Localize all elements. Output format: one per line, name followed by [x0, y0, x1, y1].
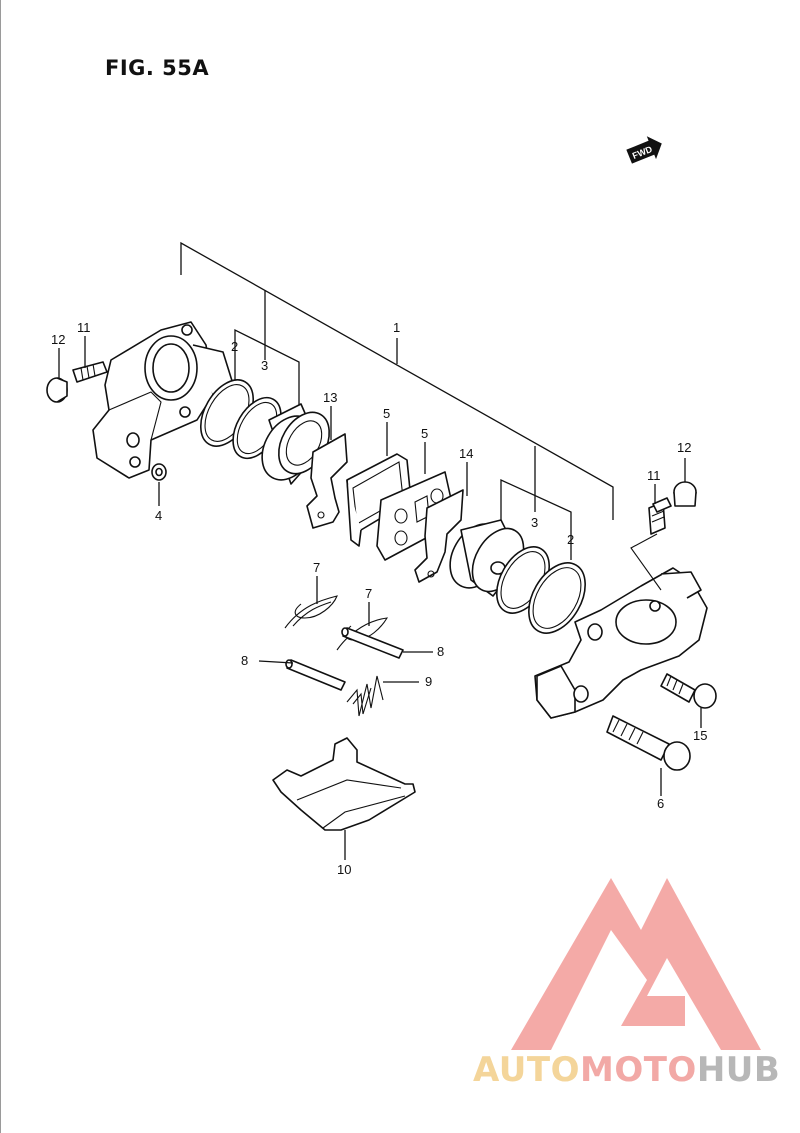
callout-12-right: 12 — [677, 440, 691, 455]
pad-spring-7-left — [284, 595, 338, 629]
callout-9: 9 — [425, 674, 432, 689]
bleeder-valve-left — [72, 361, 108, 383]
washer-4 — [151, 463, 167, 481]
callout-4: 4 — [155, 508, 162, 523]
left-caliper-body — [92, 321, 234, 479]
assembly-bracket-1 — [180, 241, 614, 520]
callout-5-right: 5 — [421, 426, 428, 441]
pad-shim-13 — [306, 433, 348, 529]
seal-bracket-left — [234, 328, 300, 410]
caliper-plate-10 — [272, 737, 416, 831]
wordmark-auto: AUTO — [473, 1050, 580, 1090]
callout-12-left: 12 — [51, 332, 65, 347]
fwd-arrow-badge: FWD — [626, 136, 662, 164]
pad-shim-14 — [414, 489, 464, 583]
callout-labels: 1 2 2 3 3 4 5 5 6 7 7 8 8 9 10 11 11 12 … — [51, 320, 707, 877]
bleeder-cap-left — [46, 377, 68, 403]
brake-pad-5-left — [346, 453, 412, 547]
callout-8-right: 8 — [437, 644, 444, 659]
callout-11-right: 11 — [647, 468, 661, 483]
figure-title: FIG. 55A — [105, 56, 210, 80]
callout-2-left: 2 — [231, 339, 238, 354]
wordmark-moto: MOTO — [579, 1050, 697, 1090]
callout-2-right: 2 — [567, 532, 574, 547]
automotohub-logo — [511, 878, 761, 1050]
callout-8-left: 8 — [241, 653, 248, 668]
callout-11-left: 11 — [77, 320, 91, 335]
automotohub-wordmark: AUTOMOTOHUB — [473, 1050, 780, 1090]
callout-15: 15 — [693, 728, 707, 743]
pad-pin-8-left — [285, 659, 346, 691]
callout-1: 1 — [393, 320, 400, 335]
callout-14: 14 — [459, 446, 473, 461]
wordmark-hub: HUB — [696, 1050, 781, 1090]
pad-spring-9 — [346, 675, 384, 717]
callout-7-left: 7 — [313, 560, 320, 575]
callout-3-right: 3 — [531, 515, 538, 530]
callout-5-left: 5 — [383, 406, 390, 421]
bleeder-valve-right — [630, 497, 672, 591]
bleeder-cap-right — [673, 481, 697, 507]
callout-10: 10 — [337, 862, 351, 877]
seal-ring-2-right — [528, 562, 586, 634]
pad-pin-8-right — [341, 627, 404, 659]
callout-3-left: 3 — [261, 358, 268, 373]
leader-lines — [58, 336, 702, 860]
callout-7-right: 7 — [365, 586, 372, 601]
callout-6: 6 — [657, 796, 664, 811]
piston-left — [261, 403, 331, 485]
caliper-bolt-15 — [660, 673, 717, 709]
caliper-bolt-6 — [606, 715, 691, 771]
callout-13: 13 — [323, 390, 337, 405]
right-caliper-body — [534, 567, 708, 719]
